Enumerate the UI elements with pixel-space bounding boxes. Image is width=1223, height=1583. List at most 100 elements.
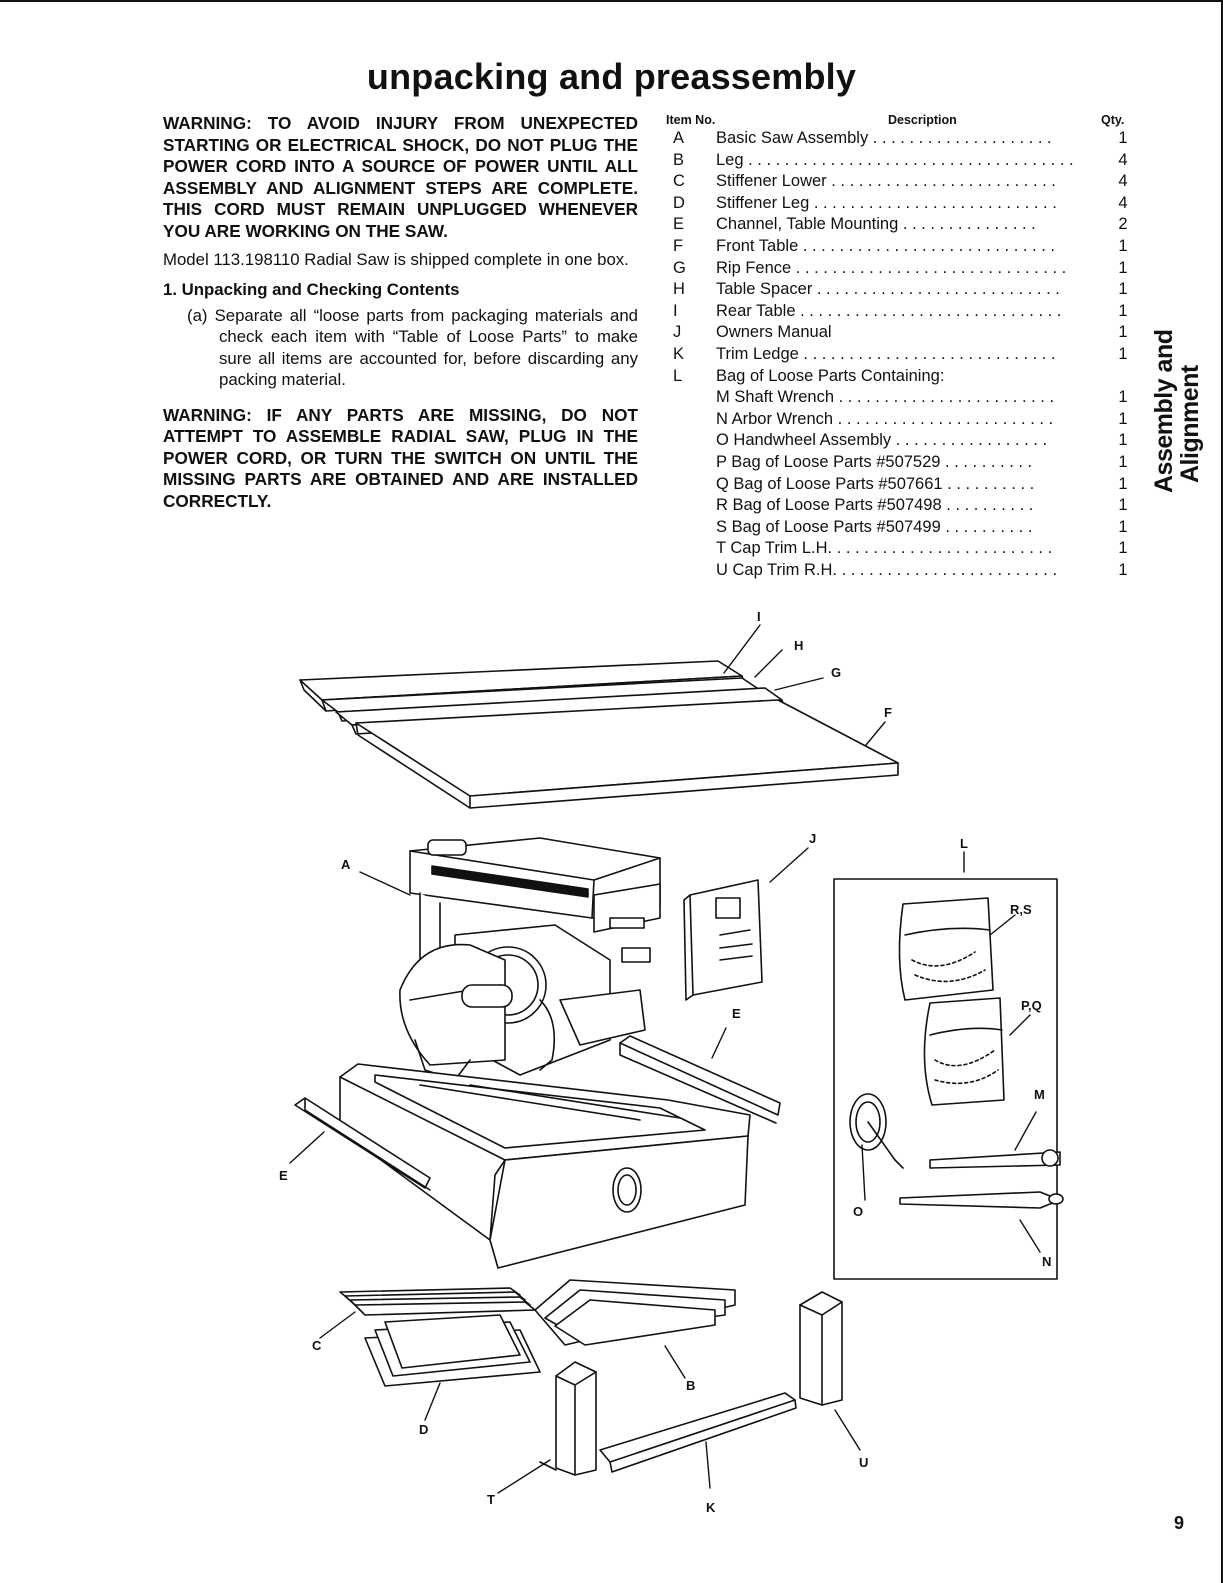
parts-table-row: H Table Spacer . . . . . . . . . . . . . … bbox=[666, 279, 1146, 301]
parts-item-description: Stiffener Lower . . . . . . . . . . . . … bbox=[716, 172, 1056, 191]
page-number: 9 bbox=[1174, 1513, 1185, 1533]
parts-table-row: L Bag of Loose Parts Containing: bbox=[666, 366, 1146, 388]
callout-k: K bbox=[706, 1500, 716, 1515]
warning-unplugged: WARNING: TO AVOID INJURY FROM UNEXPECTED… bbox=[163, 113, 638, 241]
loose-parts-table: Item No. Description Qty. A Basic Saw Ass… bbox=[666, 113, 1146, 581]
parts-table-row: M Shaft Wrench . . . . . . . . . . . . .… bbox=[666, 387, 1146, 409]
parts-item-qty: 1 bbox=[1118, 280, 1128, 299]
parts-table-row: I Rear Table . . . . . . . . . . . . . . … bbox=[666, 301, 1146, 323]
parts-table-row: A Basic Saw Assembly . . . . . . . . . . … bbox=[666, 128, 1146, 150]
parts-item-description: M Shaft Wrench . . . . . . . . . . . . .… bbox=[716, 388, 1055, 407]
parts-item-description: S Bag of Loose Parts #507499 . . . . . .… bbox=[716, 517, 1033, 536]
header-description: Description bbox=[888, 113, 957, 127]
parts-item-qty: 1 bbox=[1118, 388, 1128, 407]
callout-h: H bbox=[794, 638, 803, 653]
parts-item-qty: 1 bbox=[1118, 452, 1128, 471]
callout-m: M bbox=[1034, 1087, 1045, 1102]
parts-item-qty: 4 bbox=[1118, 172, 1128, 191]
parts-item-qty: 4 bbox=[1118, 193, 1128, 212]
parts-item-description: Leg . . . . . . . . . . . . . . . . . . … bbox=[716, 150, 1074, 169]
parts-item-description: P Bag of Loose Parts #507529 . . . . . .… bbox=[716, 452, 1033, 471]
section-heading: 1. Unpacking and Checking Contents bbox=[163, 279, 460, 299]
parts-item-qty: 1 bbox=[1118, 539, 1128, 558]
parts-table-header: Item No. Description Qty. bbox=[666, 113, 1146, 128]
parts-item-letter: G bbox=[673, 258, 686, 277]
parts-item-letter: H bbox=[673, 280, 685, 299]
parts-item-qty: 1 bbox=[1118, 258, 1128, 277]
callout-rs: R,S bbox=[1010, 902, 1032, 917]
model-shipping-note: Model 113.198110 Radial Saw is shipped c… bbox=[163, 250, 629, 269]
warning-missing-parts: WARNING: IF ANY PARTS ARE MISSING, DO NO… bbox=[163, 404, 638, 511]
parts-item-qty: 1 bbox=[1118, 474, 1128, 493]
parts-item-letter: I bbox=[673, 301, 678, 320]
callout-j: J bbox=[809, 831, 816, 846]
parts-item-description: Bag of Loose Parts Containing: bbox=[716, 366, 945, 385]
parts-table-row: T Cap Trim L.H. . . . . . . . . . . . . … bbox=[666, 538, 1146, 560]
callout-a: A bbox=[341, 857, 351, 872]
callout-leader-lines bbox=[289, 624, 1041, 1494]
stiffeners-and-legs-drawing bbox=[339, 1279, 736, 1387]
parts-item-description: Front Table . . . . . . . . . . . . . . … bbox=[716, 236, 1055, 255]
parts-item-description: Rear Table . . . . . . . . . . . . . . .… bbox=[716, 301, 1062, 320]
callout-g: G bbox=[831, 665, 841, 680]
parts-item-qty: 1 bbox=[1118, 323, 1128, 342]
callout-e-left: E bbox=[279, 1168, 288, 1183]
callout-pq: P,Q bbox=[1021, 998, 1042, 1013]
header-qty: Qty. bbox=[1101, 113, 1125, 127]
parts-item-qty: 4 bbox=[1118, 150, 1128, 169]
parts-item-letter: F bbox=[673, 236, 684, 255]
right-rule bbox=[1221, 0, 1223, 1583]
page-title: unpacking and preassembly bbox=[366, 56, 857, 97]
parts-item-description: Table Spacer . . . . . . . . . . . . . .… bbox=[716, 280, 1060, 299]
parts-table-row: O Handwheel Assembly . . . . . . . . . .… bbox=[666, 430, 1146, 452]
parts-item-letter: J bbox=[673, 323, 682, 342]
parts-item-description: U Cap Trim R.H. . . . . . . . . . . . . … bbox=[716, 560, 1058, 579]
parts-item-description: Basic Saw Assembly . . . . . . . . . . .… bbox=[716, 129, 1052, 147]
parts-item-qty: 1 bbox=[1118, 431, 1128, 450]
parts-item-description: O Handwheel Assembly . . . . . . . . . .… bbox=[716, 431, 1048, 450]
callout-e-right: E bbox=[732, 1006, 741, 1021]
header-item-no: Item No. bbox=[666, 113, 716, 127]
callout-i: I bbox=[757, 609, 761, 624]
callout-d: D bbox=[419, 1422, 428, 1437]
callout-b: B bbox=[686, 1378, 695, 1393]
parts-item-description: Stiffener Leg . . . . . . . . . . . . . … bbox=[716, 193, 1057, 212]
parts-table-row: P Bag of Loose Parts #507529 . . . . . .… bbox=[666, 452, 1146, 474]
parts-table-body: A Basic Saw Assembly . . . . . . . . . . … bbox=[666, 128, 1146, 581]
parts-item-description: Trim Ledge . . . . . . . . . . . . . . .… bbox=[716, 344, 1056, 363]
callout-o: O bbox=[853, 1204, 863, 1219]
parts-item-letter: L bbox=[673, 366, 683, 385]
parts-table-row: Q Bag of Loose Parts #507661 . . . . . .… bbox=[666, 474, 1146, 496]
parts-table-row: S Bag of Loose Parts #507499 . . . . . .… bbox=[666, 517, 1146, 539]
parts-item-description: T Cap Trim L.H. . . . . . . . . . . . . … bbox=[716, 539, 1053, 558]
parts-item-description: Owners Manual bbox=[716, 323, 832, 342]
callout-c: C bbox=[312, 1338, 322, 1353]
parts-item-description: N Arbor Wrench . . . . . . . . . . . . .… bbox=[716, 409, 1054, 428]
parts-item-qty: 1 bbox=[1118, 560, 1128, 579]
parts-table-row: R Bag of Loose Parts #507498 . . . . . .… bbox=[666, 495, 1146, 517]
callout-l: L bbox=[960, 836, 968, 851]
instructions-column: WARNING: TO AVOID INJURY FROM UNEXPECTED… bbox=[163, 113, 638, 512]
parts-table-row: G Rip Fence . . . . . . . . . . . . . . .… bbox=[666, 258, 1146, 280]
parts-item-qty: 1 bbox=[1118, 409, 1128, 428]
parts-item-letter: B bbox=[673, 150, 685, 169]
callout-u: U bbox=[859, 1455, 868, 1470]
loose-parts-box-drawing bbox=[833, 878, 1064, 1280]
parts-item-letter: A bbox=[673, 129, 685, 147]
callout-labels: I H G F A J L R,S P,Q M O N E E C D B T … bbox=[279, 609, 1051, 1515]
cap-trim-and-ledge-drawing bbox=[539, 1291, 843, 1476]
callout-f: F bbox=[884, 705, 892, 720]
top-rule bbox=[0, 0, 1223, 2]
callout-n: N bbox=[1042, 1254, 1051, 1269]
parts-item-qty: 1 bbox=[1118, 344, 1128, 363]
parts-item-description: Rip Fence . . . . . . . . . . . . . . . … bbox=[716, 258, 1067, 277]
parts-item-letter: E bbox=[673, 215, 685, 234]
parts-item-qty: 1 bbox=[1118, 496, 1128, 515]
parts-item-qty: 1 bbox=[1118, 129, 1128, 147]
parts-item-qty: 1 bbox=[1118, 236, 1128, 255]
parts-item-description: Channel, Table Mounting . . . . . . . . … bbox=[716, 215, 1036, 234]
tables-drawing bbox=[299, 660, 899, 809]
